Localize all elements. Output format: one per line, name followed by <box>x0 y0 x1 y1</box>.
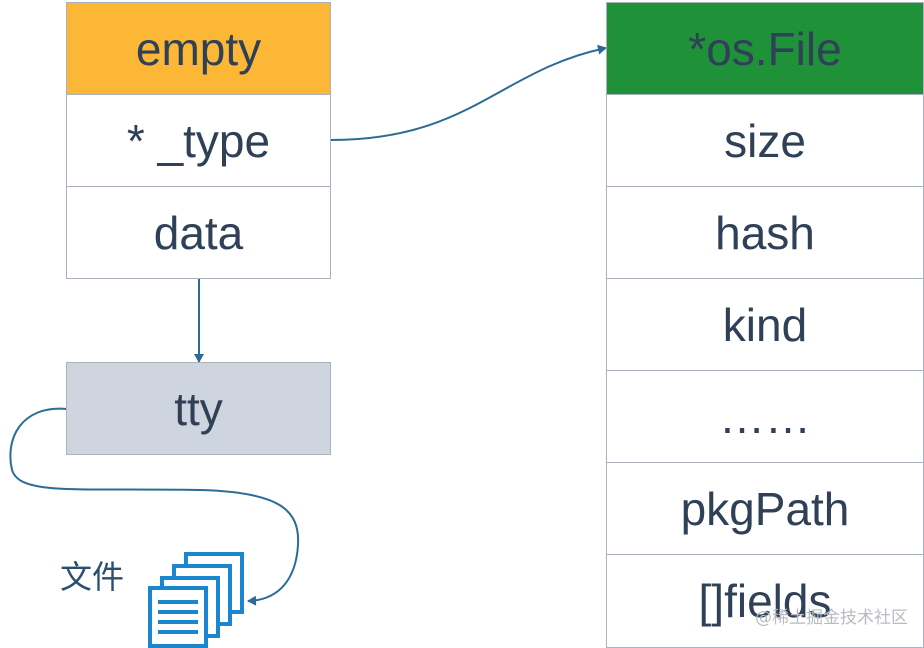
os-file-header: *os.File <box>606 2 924 95</box>
tty-box: tty <box>66 362 331 455</box>
size-field: size <box>606 94 924 187</box>
kind-field: kind <box>606 278 924 371</box>
ellipsis-field: …… <box>606 370 924 463</box>
pkgpath-field: pkgPath <box>606 462 924 555</box>
file-label: 文件 <box>60 558 125 596</box>
watermark: @稀土掘金技术社区 <box>755 608 908 628</box>
fields-field: []fields <box>606 554 924 648</box>
type-field: * _type <box>66 94 331 187</box>
hash-field: hash <box>606 186 924 279</box>
type-to-osfile-arrow <box>330 44 607 141</box>
empty-header: empty <box>66 2 331 95</box>
data-field: data <box>66 186 331 279</box>
document-stack-icon <box>148 552 244 648</box>
